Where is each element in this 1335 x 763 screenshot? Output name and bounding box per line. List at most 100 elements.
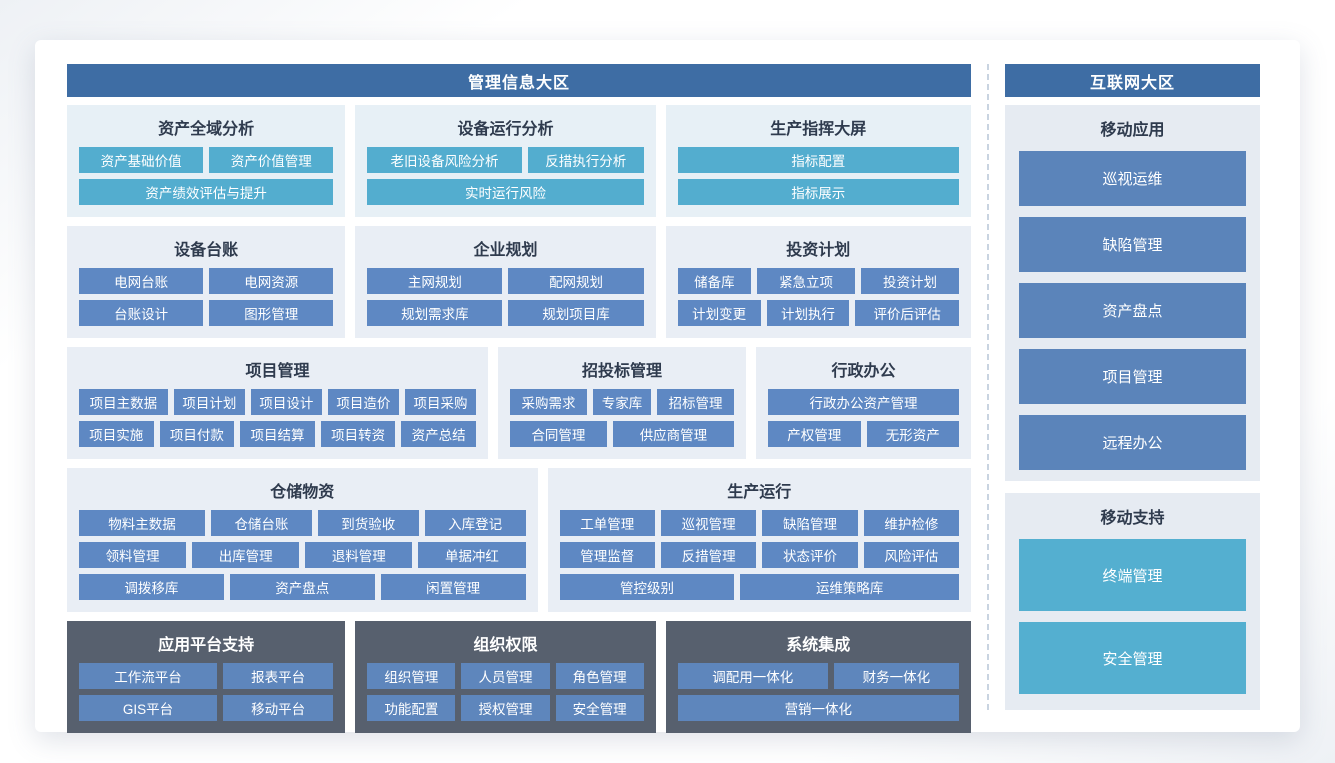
module-button[interactable]: 授权管理	[461, 695, 550, 721]
mobile-module-button[interactable]: 终端管理	[1019, 539, 1246, 611]
module-button[interactable]: 电网台账	[79, 268, 204, 294]
button-row: 合同管理供应商管理	[510, 421, 734, 447]
module-button[interactable]: 实时运行风险	[367, 179, 644, 205]
module-button[interactable]: 风险评估	[863, 542, 960, 568]
module-button[interactable]: 状态评价	[762, 542, 858, 568]
module-button[interactable]: 物料主数据	[79, 510, 206, 536]
module-button[interactable]: 老旧设备风险分析	[367, 147, 522, 173]
module-button[interactable]: 移动平台	[222, 695, 334, 721]
panel-production-command-screen: 生产指挥大屏指标配置指标展示	[665, 105, 971, 217]
module-button[interactable]: 合同管理	[510, 421, 607, 447]
module-button[interactable]: 台账设计	[79, 300, 204, 326]
module-button[interactable]: 工作流平台	[79, 663, 217, 689]
module-button[interactable]: 规划需求库	[367, 300, 503, 326]
module-button[interactable]: 运维策略库	[740, 574, 959, 600]
module-button[interactable]: 项目结算	[240, 421, 315, 447]
module-button[interactable]: 项目付款	[159, 421, 235, 447]
module-button[interactable]: 项目采购	[404, 389, 476, 415]
button-row: 营销一体化	[677, 695, 959, 721]
button-row: 管控级别运维策略库	[559, 574, 959, 600]
module-button[interactable]: 项目实施	[79, 421, 154, 447]
module-button[interactable]: 安全管理	[555, 695, 644, 721]
module-button[interactable]: 采购需求	[510, 389, 588, 415]
panel-bidding-management: 招投标管理采购需求专家库招标管理合同管理供应商管理	[498, 347, 746, 459]
module-button[interactable]: 资产总结	[401, 421, 476, 447]
module-button[interactable]: 反措执行分析	[527, 147, 644, 173]
button-row: 老旧设备风险分析反措执行分析	[367, 147, 644, 173]
module-button[interactable]: 规划项目库	[508, 300, 644, 326]
module-button[interactable]: 管控级别	[559, 574, 735, 600]
panel-grid: 主网规划配网规划规划需求库规划项目库	[367, 268, 644, 326]
module-button[interactable]: 计划变更	[677, 300, 761, 326]
module-button[interactable]: 报表平台	[222, 663, 334, 689]
panel-grid: 项目主数据项目计划项目设计项目造价项目采购项目实施项目付款项目结算项目转资资产总…	[79, 389, 476, 447]
module-button[interactable]: 单据冲红	[418, 542, 526, 568]
module-button[interactable]: 到货验收	[317, 510, 419, 536]
panel-title-investment-plan: 投资计划	[786, 242, 851, 259]
module-button[interactable]: 资产绩效评估与提升	[79, 179, 334, 205]
module-button[interactable]: 调拨移库	[79, 574, 224, 600]
button-row: 工作流平台报表平台	[79, 663, 334, 689]
module-button[interactable]: 项目设计	[250, 389, 322, 415]
mobile-module-button[interactable]: 缺陷管理	[1019, 217, 1246, 272]
module-button[interactable]: 计划执行	[766, 300, 850, 326]
module-button[interactable]: 缺陷管理	[762, 510, 858, 536]
mobile-module-button[interactable]: 项目管理	[1019, 349, 1246, 404]
module-button[interactable]: 指标配置	[677, 147, 959, 173]
module-button[interactable]: 指标展示	[677, 179, 959, 205]
module-button[interactable]: 紧急立项	[757, 268, 856, 294]
module-button[interactable]: 人员管理	[461, 663, 550, 689]
mobile-module-button[interactable]: 远程办公	[1019, 415, 1246, 470]
module-button[interactable]: 管理监督	[559, 542, 655, 568]
module-button[interactable]: 调配用一体化	[677, 663, 828, 689]
panel-title-equipment-ledger: 设备台账	[174, 242, 239, 259]
module-button[interactable]: 资产盘点	[229, 574, 375, 600]
module-button[interactable]: 财务一体化	[833, 663, 959, 689]
module-button[interactable]: 项目主数据	[79, 389, 168, 415]
panel-asset-global-analysis: 资产全域分析资产基础价值资产价值管理资产绩效评估与提升	[67, 105, 346, 217]
module-button[interactable]: 图形管理	[209, 300, 334, 326]
mobile-module-button[interactable]: 安全管理	[1019, 622, 1246, 694]
module-button[interactable]: 资产价值管理	[209, 147, 334, 173]
module-button[interactable]: 项目计划	[173, 389, 245, 415]
module-button[interactable]: 闲置管理	[380, 574, 526, 600]
module-button[interactable]: 项目转资	[320, 421, 396, 447]
module-button[interactable]: 领料管理	[79, 542, 187, 568]
module-button[interactable]: 无形资产	[866, 421, 959, 447]
module-button[interactable]: 主网规划	[367, 268, 503, 294]
module-button[interactable]: 产权管理	[768, 421, 861, 447]
mobile-module-button[interactable]: 巡视运维	[1019, 151, 1246, 206]
module-button[interactable]: 入库登记	[424, 510, 526, 536]
module-button[interactable]: 行政办公资产管理	[768, 389, 959, 415]
panel-grid: 调配用一体化财务一体化营销一体化	[677, 663, 959, 721]
module-button[interactable]: 功能配置	[367, 695, 456, 721]
module-button[interactable]: 巡视管理	[660, 510, 757, 536]
module-button[interactable]: 工单管理	[559, 510, 655, 536]
module-button[interactable]: 招标管理	[656, 389, 734, 415]
module-button[interactable]: 仓储台账	[211, 510, 312, 536]
module-button[interactable]: 出库管理	[192, 542, 300, 568]
module-button[interactable]: 角色管理	[555, 663, 644, 689]
module-button[interactable]: GIS平台	[79, 695, 217, 721]
module-button[interactable]: 维护检修	[863, 510, 960, 536]
panel-system-integration: 系统集成调配用一体化财务一体化营销一体化	[665, 621, 971, 733]
module-button[interactable]: 供应商管理	[612, 421, 734, 447]
module-button[interactable]: 投资计划	[861, 268, 959, 294]
module-button[interactable]: 反措管理	[660, 542, 757, 568]
module-button[interactable]: 评价后评估	[855, 300, 959, 326]
panel-title-project-management: 项目管理	[245, 363, 310, 380]
module-button[interactable]: 项目造价	[327, 389, 399, 415]
module-button[interactable]: 电网资源	[209, 268, 334, 294]
button-row: GIS平台移动平台	[79, 695, 334, 721]
module-button[interactable]: 储备库	[677, 268, 752, 294]
module-button[interactable]: 专家库	[593, 389, 651, 415]
module-button[interactable]: 配网规划	[508, 268, 644, 294]
panel-title-asset-global-analysis: 资产全域分析	[158, 121, 255, 138]
module-button[interactable]: 资产基础价值	[79, 147, 204, 173]
mobile-module-button[interactable]: 资产盘点	[1019, 283, 1246, 338]
module-button[interactable]: 组织管理	[367, 663, 456, 689]
module-button[interactable]: 退料管理	[305, 542, 413, 568]
module-button[interactable]: 营销一体化	[677, 695, 959, 721]
button-stack: 终端管理安全管理	[1019, 539, 1246, 694]
